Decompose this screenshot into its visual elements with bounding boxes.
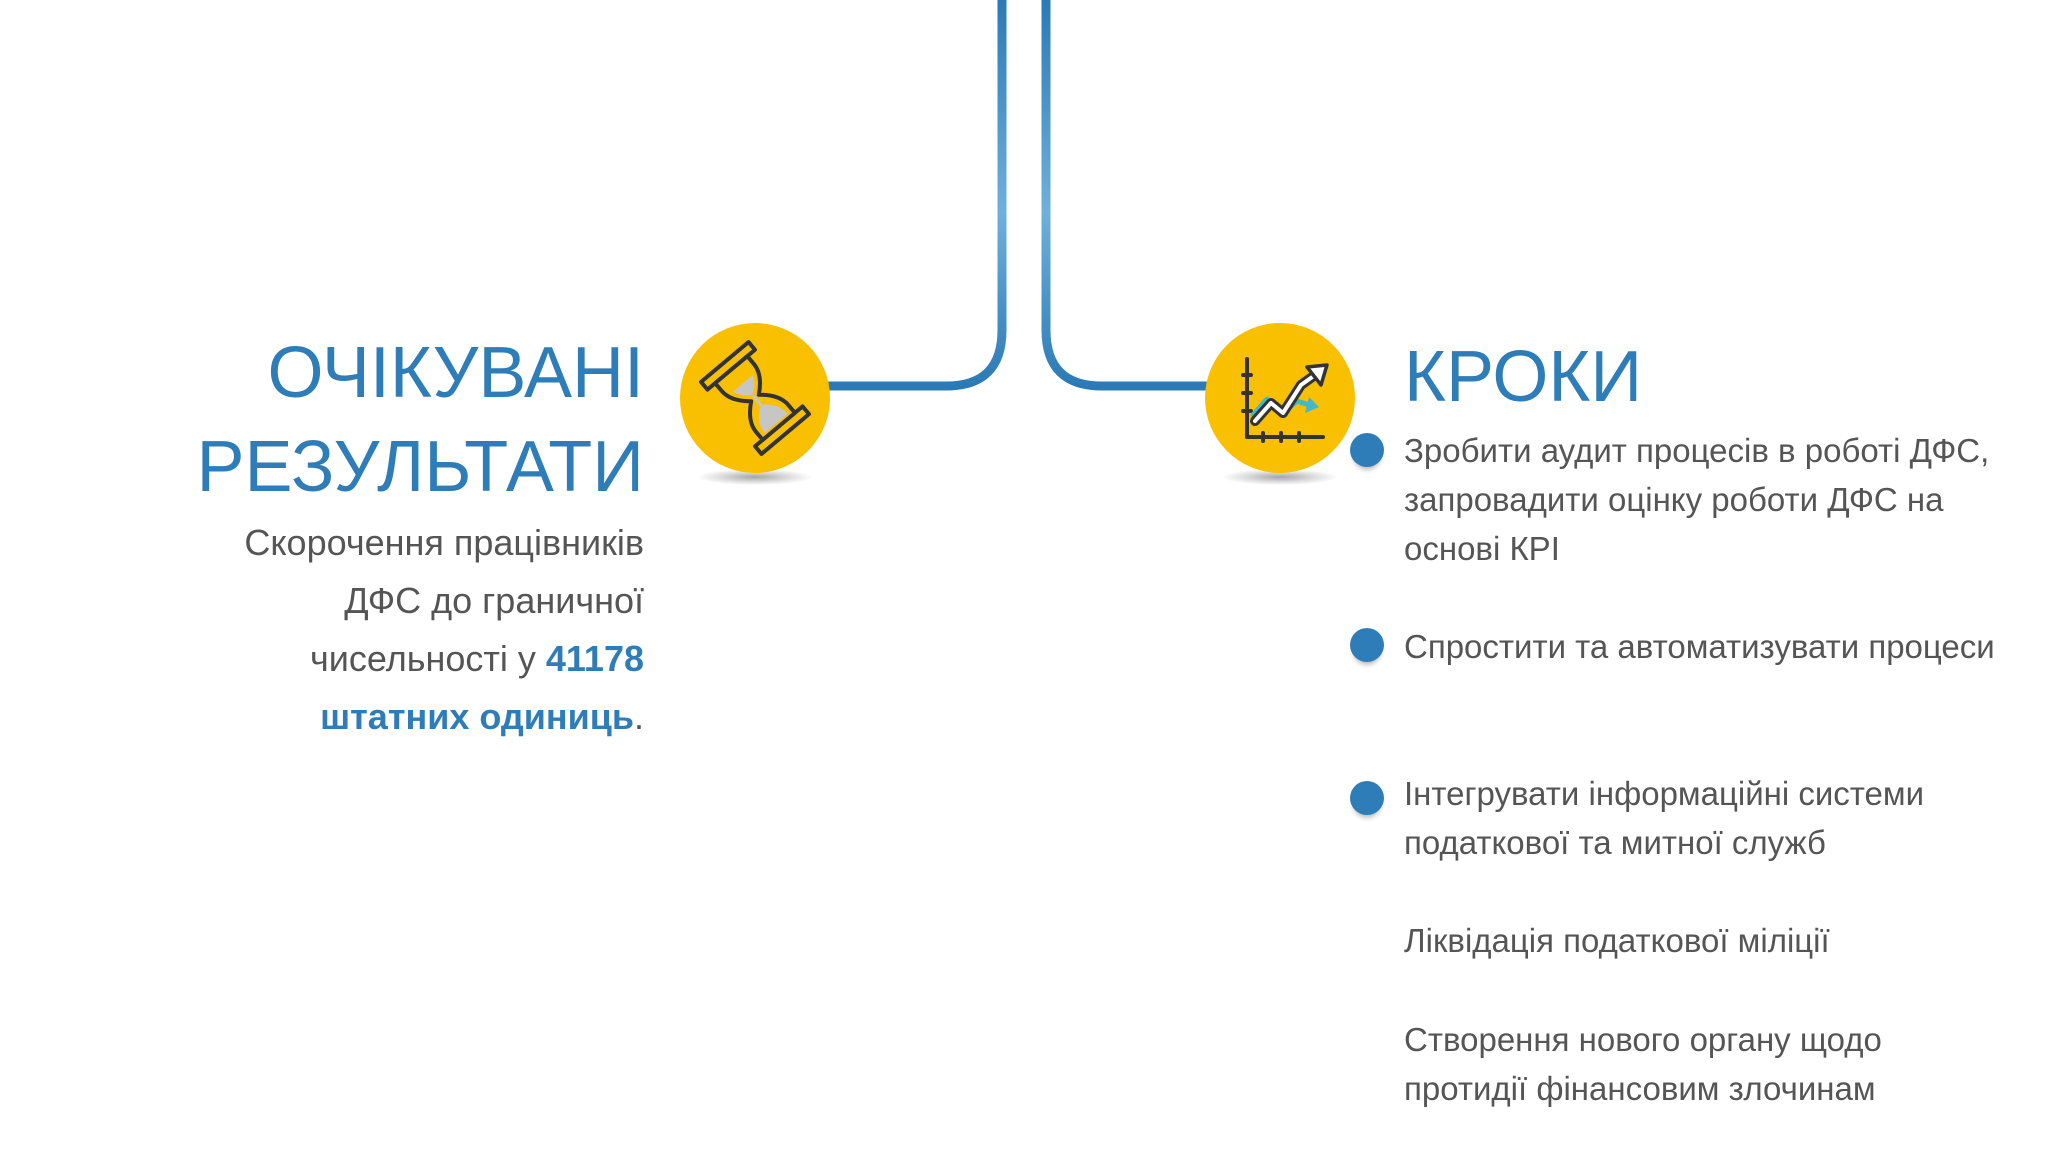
growth-chart-icon-badge [1205,323,1357,493]
bullet-dot-2 [1350,628,1384,662]
icon-shadow [1223,469,1337,485]
left-connector-line [823,0,1007,391]
hourglass-icon [699,340,811,456]
expected-results-text: Скорочення працівників ДФС до граничної … [184,514,644,746]
results-text-end: . [633,696,644,737]
icon-shadow [698,469,812,485]
expected-results-heading: ОЧІКУВАНІ РЕЗУЛЬТАТИ [196,326,644,514]
heading-line: РЕЗУЛЬТАТИ [196,427,644,507]
right-connector-line [1041,0,1215,391]
step-item-1: Зробити аудит процесів в роботі ДФС, зап… [1404,432,1990,567]
step-item-3: Інтегрувати інформаційні системи податко… [1404,775,1925,861]
hourglass-icon-badge [680,323,832,493]
steps-heading: КРОКИ [1404,337,1643,417]
step-item-2: Спростити та автоматизувати процеси [1404,628,1995,665]
bullet-dot-3 [1350,781,1384,815]
step-item-4: Ліквідація податкової міліції [1404,922,1830,959]
results-text-start: Скорочення працівників ДФС до граничної … [244,522,644,679]
bullet-dot-1 [1350,433,1384,467]
results-highlight-number: 41178 штатних одиниць [320,638,644,737]
heading-line: ОЧІКУВАНІ [267,333,644,413]
growth-chart-icon [1241,357,1329,443]
step-item-5: Створення нового органу щодо протидії фі… [1404,1021,1882,1107]
